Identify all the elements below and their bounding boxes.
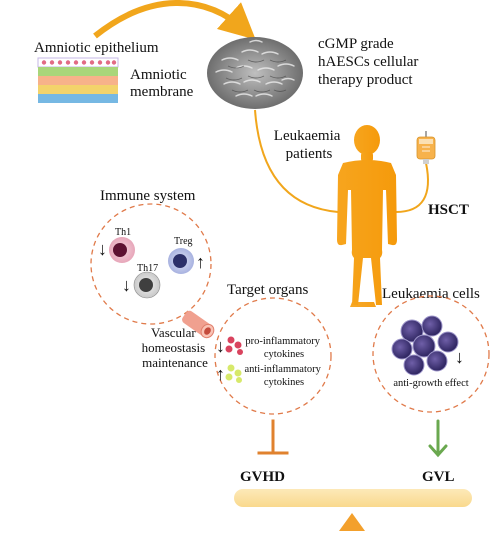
anti-inflammatory-up-arrow: ↑ [216,364,225,384]
pro-inflammatory-cytokine-icon [225,336,243,355]
balance-beam [234,489,472,507]
gvhd-label: GVHD [240,469,285,485]
leukaemia-down-arrow: ↓ [455,347,464,367]
connector-hsct-to-human [395,162,429,213]
blood-vessel-icon [182,310,215,339]
th1-down-arrow: ↓ [98,239,107,259]
amniotic-membrane-layers [37,57,119,103]
inhibit-gvhd-symbol [257,419,289,455]
anti-inflammatory-cytokine-icon [225,364,242,383]
pro-inflammatory-down-arrow: ↓ [216,336,225,356]
pro-inflammatory-label: pro-inflammatory cytokines [245,336,322,360]
th17-cell-icon [133,271,161,299]
th17-down-arrow: ↓ [122,275,131,295]
immune-system-title: Immune system [100,188,196,204]
leukaemia-patients-label: Leukaemia patients [274,128,344,162]
gvl-label: GVL [422,469,455,485]
product-label: cGMP grade hAESCs cellular therapy produ… [318,36,422,88]
target-organs-circle [214,297,332,415]
th17-label: Th17 [137,263,158,274]
treg-label: Treg [174,236,193,247]
th1-cell-icon [109,237,135,263]
th1-label: Th1 [115,227,131,238]
hsct-label: HSCT [428,202,469,218]
anti-inflammatory-label: anti-inflammatory cytokines [244,364,323,388]
promote-gvl-arrow [428,419,448,458]
treg-up-arrow: ↑ [196,252,205,272]
human-silhouette-icon [337,125,397,307]
balance-fulcrum [339,513,365,531]
leukaemia-cell-cluster-icon [391,315,459,376]
amniotic-epithelium-label: Amniotic epithelium [34,40,159,56]
vascular-homeostasis-label: Vascular homeostasis maintenance [142,325,209,370]
cell-culture-image [207,37,303,109]
immune-system-circle [90,203,212,325]
anti-growth-effect-label: anti-growth effect [393,378,468,389]
top-curved-arrow [93,0,256,40]
amniotic-membrane-label: Amniotic membrane [130,67,194,100]
connector-product-to-human [254,109,339,213]
leukaemia-cells-title: Leukaemia cells [382,286,480,302]
target-organs-title: Target organs [227,282,308,298]
leukaemia-cells-circle [372,295,490,413]
treg-cell-icon [168,248,194,274]
iv-bag-icon [416,131,436,164]
